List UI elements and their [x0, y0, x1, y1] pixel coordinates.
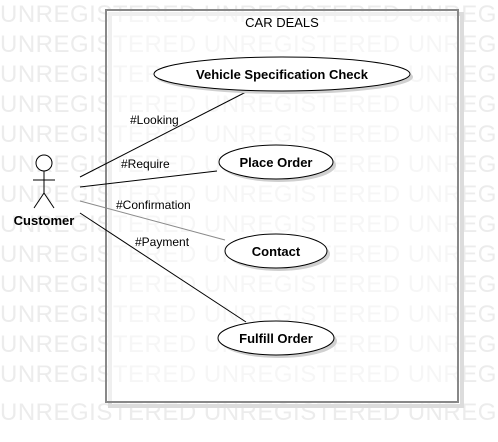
association-label-payment: #Payment — [135, 235, 190, 249]
actor-label: Customer — [14, 213, 75, 228]
association-line-looking[interactable] — [79, 91, 247, 178]
use-case-ellipse[interactable] — [153, 56, 411, 92]
system-title: CAR DEALS — [245, 15, 319, 30]
association-label-looking: #Looking — [130, 113, 179, 127]
stick-figure-icon[interactable] — [33, 154, 55, 209]
watermark-row: UNREGISTERED UNREGISTERED UNREGISTERED — [0, 399, 498, 426]
use-case-label: Place Order — [240, 155, 313, 170]
association-labels: #Looking #Require #Confirmation #Payment — [116, 113, 191, 249]
use-case-ellipse[interactable] — [218, 144, 334, 180]
associations — [79, 91, 247, 323]
use-case-label: Fulfill Order — [239, 331, 313, 346]
use-case-contact[interactable]: Contact — [224, 233, 330, 271]
association-label-require: #Require — [121, 157, 170, 171]
use-case-vehicle-check[interactable]: Vehicle Specification Check — [153, 56, 413, 94]
use-case-fulfill-order[interactable]: Fulfill Order — [217, 320, 337, 358]
use-case-label: Vehicle Specification Check — [196, 67, 369, 82]
association-line-confirmation[interactable] — [79, 200, 226, 241]
association-label-confirmation: #Confirmation — [116, 198, 191, 212]
use-case-place-order[interactable]: Place Order — [218, 144, 336, 182]
use-case-ellipse[interactable] — [217, 320, 335, 356]
association-line-payment[interactable] — [79, 212, 247, 323]
association-line-require[interactable] — [79, 170, 218, 188]
actor-customer[interactable]: Customer — [14, 154, 75, 228]
use-case-label: Contact — [252, 244, 301, 259]
use-case-ellipse[interactable] — [224, 233, 328, 269]
